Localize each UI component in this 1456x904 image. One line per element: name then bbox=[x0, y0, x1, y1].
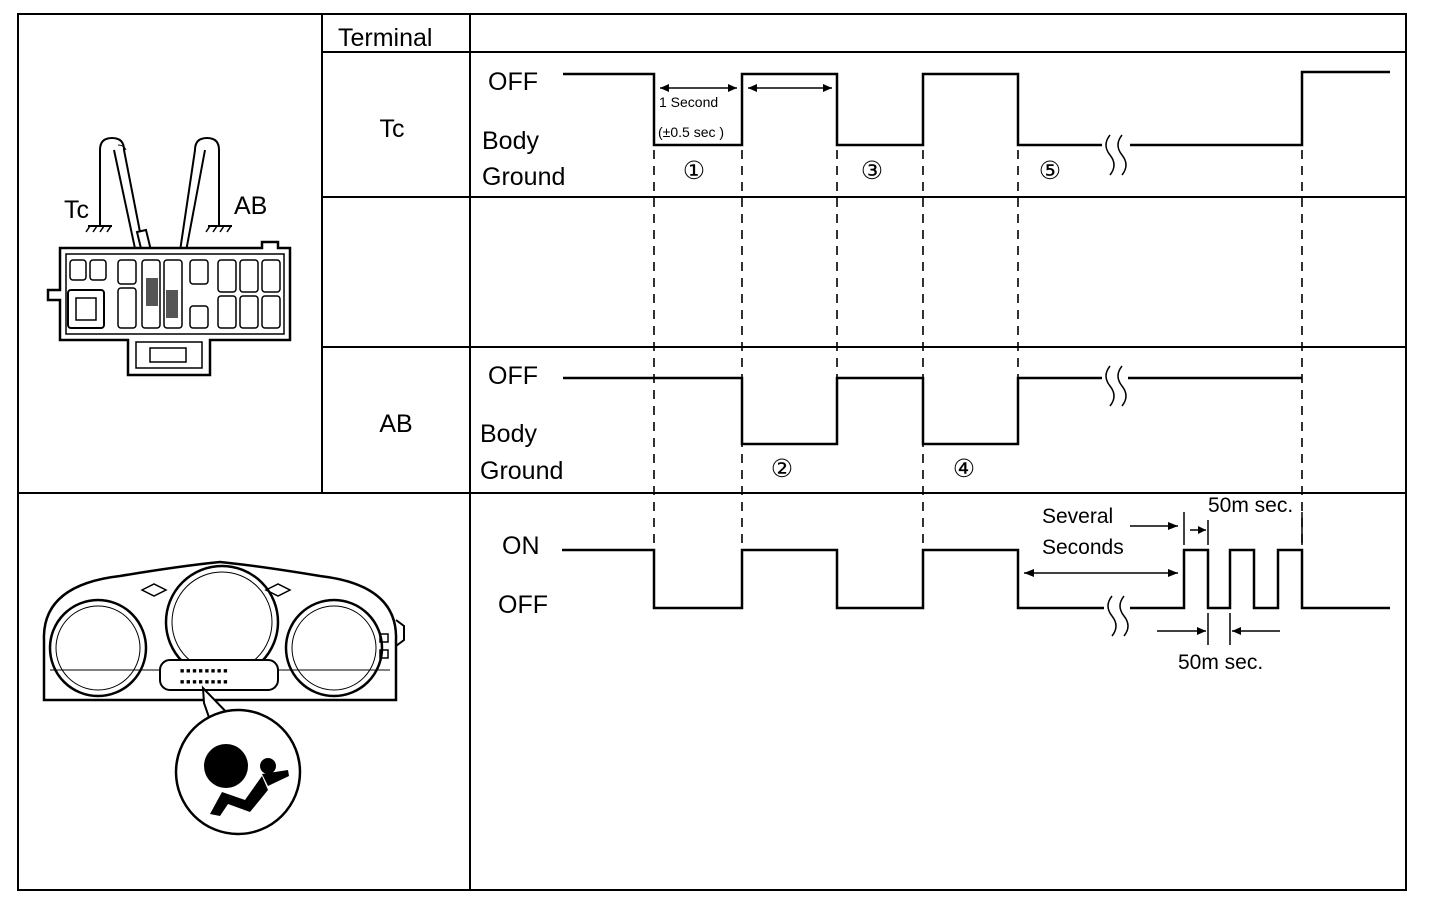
connector-tc-label: Tc bbox=[64, 196, 89, 224]
ab-break-icon bbox=[1105, 365, 1127, 407]
ab-waveform bbox=[563, 376, 1102, 446]
several-seconds-dimension bbox=[1024, 512, 1185, 577]
tc-break-icon bbox=[1105, 134, 1127, 176]
terminal-header: Terminal bbox=[338, 24, 432, 52]
seconds-label: Seconds bbox=[1042, 536, 1124, 559]
table-frame bbox=[17, 13, 1407, 891]
ab-off-label: OFF bbox=[488, 362, 538, 390]
lamp-waveform bbox=[562, 548, 1104, 610]
dlc-connector-icon bbox=[46, 136, 292, 377]
ab-ground-label: Ground bbox=[480, 457, 563, 485]
connector-ab-label: AB bbox=[234, 192, 267, 220]
fifty-ms-top-label: 50m sec. bbox=[1208, 494, 1293, 517]
row-name-ab: AB bbox=[379, 410, 412, 438]
tc-waveform bbox=[563, 72, 1102, 147]
lamp-on-label: ON bbox=[502, 532, 540, 560]
fifty-ms-top-dimension bbox=[1190, 512, 1303, 545]
several-label: Several bbox=[1042, 505, 1113, 528]
step-1-marker: ① bbox=[683, 157, 705, 185]
lamp-off-label: OFF bbox=[498, 591, 548, 619]
row-name-tc: Tc bbox=[380, 115, 405, 143]
lamp-waveform-blink bbox=[1130, 548, 1390, 610]
tc-off-label: OFF bbox=[488, 68, 538, 96]
ab-body-label: Body bbox=[480, 420, 537, 448]
tc-body-label: Body bbox=[482, 127, 539, 155]
tolerance-label: (±0.5 sec ) bbox=[658, 124, 724, 140]
step-4-marker: ④ bbox=[953, 455, 975, 483]
tc-ground-label: Ground bbox=[482, 163, 565, 191]
step-2-marker: ② bbox=[771, 455, 793, 483]
step-5-marker: ⑤ bbox=[1039, 157, 1061, 185]
one-second-label: 1 Second bbox=[659, 94, 718, 110]
one-second-dimension bbox=[660, 84, 832, 92]
tc-waveform-tail bbox=[1130, 70, 1390, 147]
svg-text:■ ■ ■ ■ ■ ■ ■ ■: ■ ■ ■ ■ ■ ■ ■ ■ bbox=[180, 668, 227, 675]
airbag-warning-icon bbox=[174, 685, 302, 836]
lamp-break-icon bbox=[1107, 595, 1129, 637]
fifty-ms-bottom-label: 50m sec. bbox=[1178, 651, 1263, 674]
svg-text:■ ■ ■ ■ ■ ■ ■ ■: ■ ■ ■ ■ ■ ■ ■ ■ bbox=[180, 679, 227, 686]
instrument-cluster-icon: ■ ■ ■ ■ ■ ■ ■ ■ ■ ■ ■ ■ ■ ■ ■ ■ bbox=[42, 560, 405, 702]
step-3-marker: ③ bbox=[861, 157, 883, 185]
timing-guides bbox=[653, 150, 1303, 610]
fifty-ms-bottom-dimension bbox=[1157, 613, 1280, 645]
